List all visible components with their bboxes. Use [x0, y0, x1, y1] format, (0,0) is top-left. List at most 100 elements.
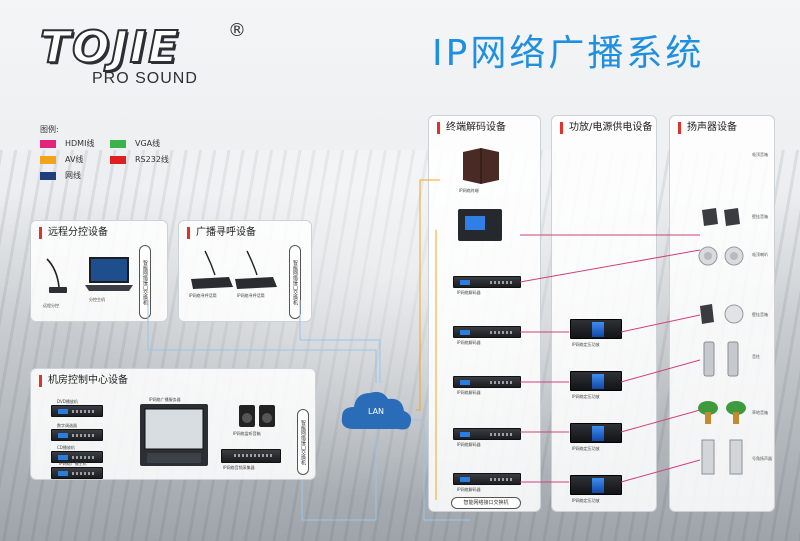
tuner-unit: [51, 429, 103, 441]
legend-item-hdmi: HDMI线: [40, 138, 94, 149]
broadcast-server-cabinet-icon: [140, 404, 208, 466]
panel-speakers: 扬声器设备 吸顶音箱 壁挂音箱 吸顶喇叭 壁挂音箱 音柱 草地音箱 号角扬声器: [669, 115, 775, 512]
paging-microphone-icon: [191, 250, 277, 289]
network-switch-label: 智能网络接口交换机: [451, 497, 521, 509]
registered-mark: ®: [228, 20, 246, 41]
panel-title: 功放/电源供电设备: [560, 122, 652, 134]
device-caption: IP网络寻呼话筒: [237, 293, 265, 298]
network-switch-label: 智能网络接口交换机: [289, 245, 301, 319]
wire-amp-speaker: [620, 459, 701, 483]
device-caption: 远程分控: [43, 303, 59, 308]
speaker-caption: 壁挂音箱: [752, 312, 768, 317]
lan-cloud-icon: [341, 391, 412, 430]
gooseneck-mic-icon: [46, 258, 67, 293]
legend-label: 网线: [65, 171, 81, 180]
legend-item-vga: VGA线: [110, 138, 160, 149]
amplifier-unit: [570, 475, 622, 495]
device-caption: IP网络监听音箱: [233, 431, 261, 436]
device-caption: IP网络广播服务器: [149, 397, 181, 402]
panel-title: 扬声器设备: [678, 122, 737, 134]
page-title: IP网络广播系统: [432, 33, 705, 74]
device-caption: IP网络广播主机: [59, 461, 87, 466]
legend-label: HDMI线: [65, 139, 95, 148]
panel-control-center: 机房控制中心设备 DVD播放机 数字调谐器 CD播放机 IP网络广播主机 IP网…: [30, 368, 316, 480]
decoder-panel-icon: [458, 209, 502, 241]
panel-title: 终端解码设备: [437, 122, 506, 134]
decoder-unit: [453, 473, 521, 485]
device-caption: IP网络解码器: [457, 442, 481, 447]
panel-title: 远程分控设备: [39, 227, 108, 239]
cd-player-unit: [51, 451, 103, 463]
legend-swatch: [40, 155, 56, 164]
legend-item-rs232: RS232线: [110, 154, 169, 165]
legend-swatch: [110, 139, 126, 148]
amplifier-unit: [570, 319, 622, 339]
panel-terminal-decoders: 终端解码设备 IP网络终端 IP网络解码器 IP网络解码器 IP网络解码器 IP…: [428, 115, 541, 512]
device-caption: IP网络定压功放: [572, 446, 600, 451]
terminal-speaker-icon: [463, 148, 499, 184]
decoder-unit: [453, 376, 521, 388]
wall-speaker-icon: [702, 208, 740, 226]
device-caption: 数字调谐器: [57, 423, 77, 428]
device-caption: IP网络音频采集器: [223, 465, 255, 470]
legend-label: RS232线: [135, 155, 169, 164]
device-caption: IP网络定压功放: [572, 498, 600, 503]
panel-paging: 广播寻呼设备 IP网络寻呼话筒 IP网络寻呼话筒 智能网络接口交换机: [178, 220, 312, 322]
broadcast-host-unit: [51, 467, 103, 479]
legend-item-av: AV线: [40, 154, 83, 165]
wire-paging-lan: [299, 300, 381, 383]
amplifier-unit: [570, 371, 622, 391]
wall-mount-speaker-icon: [700, 304, 744, 324]
network-switch-label: 智能网络接口交换机: [297, 409, 309, 475]
wire-amp-speaker: [620, 409, 701, 433]
device-caption: IP网络定压功放: [572, 394, 600, 399]
legend-label: VGA线: [135, 139, 161, 148]
column-speaker-icon: [703, 341, 739, 377]
wire-lan-terminal: [416, 179, 440, 411]
dvd-player-unit: [51, 405, 103, 417]
panel-title: 机房控制中心设备: [39, 375, 128, 387]
device-caption: IP网络解码器: [457, 340, 481, 345]
monitor-speakers-icon: [239, 405, 275, 427]
device-caption: IP网络终端: [459, 188, 479, 193]
brand-logo: TOJIE ® PRO SOUND: [39, 20, 250, 92]
panel-amplifiers: 功放/电源供电设备 IP网络定压功放 IP网络定压功放 IP网络定压功放 IP网…: [551, 115, 657, 512]
device-caption: 分控主机: [89, 297, 105, 302]
ceiling-speaker-icon: [698, 246, 744, 266]
logo-tagline: PRO SOUND: [92, 70, 198, 87]
speaker-caption: 草地音箱: [752, 410, 768, 415]
device-caption: IP网络解码器: [457, 390, 481, 395]
speaker-caption: 壁挂音箱: [752, 214, 768, 219]
legend-title: 图例:: [40, 125, 59, 134]
legend-label: AV线: [65, 155, 84, 164]
wire-amp-speaker: [620, 359, 701, 383]
device-caption: IP网络定压功放: [572, 342, 600, 347]
legend-item-network: 网线: [40, 170, 81, 181]
audio-collector-unit: [221, 449, 281, 463]
legend-swatch: [40, 139, 56, 148]
decoder-unit: [453, 276, 521, 288]
wire-lan-switch: [412, 419, 470, 521]
device-caption: DVD播放机: [57, 399, 78, 404]
laptop-icon: [85, 257, 133, 291]
legend: 图例: HDMI线 VGA线 AV线 RS232线 网线: [40, 124, 240, 184]
lawn-speaker-icon: [698, 401, 746, 424]
legend-swatch: [110, 155, 126, 164]
logo-wordmark: TOJIE: [39, 21, 181, 74]
speaker-caption: 吸顶音箱: [752, 152, 768, 157]
wire-decoder-speaker: [519, 249, 701, 283]
panel-title: 广播寻呼设备: [187, 227, 256, 239]
wire-remote-lan: [147, 300, 377, 383]
horn-speaker-icon: [701, 439, 743, 475]
wire-control-lan: [301, 435, 377, 521]
decoder-unit: [453, 428, 521, 440]
device-caption: IP网络寻呼话筒: [189, 293, 217, 298]
wire-amp-speaker: [620, 314, 701, 333]
lan-label: LAN: [367, 407, 385, 416]
device-caption: IP网络解码器: [457, 290, 481, 295]
amplifier-unit: [570, 423, 622, 443]
device-caption: IP网络解码器: [457, 487, 481, 492]
panel-remote-control: 远程分控设备 远程分控 分控主机 智能网络接口交换机: [30, 220, 168, 322]
speaker-caption: 音柱: [752, 354, 760, 359]
